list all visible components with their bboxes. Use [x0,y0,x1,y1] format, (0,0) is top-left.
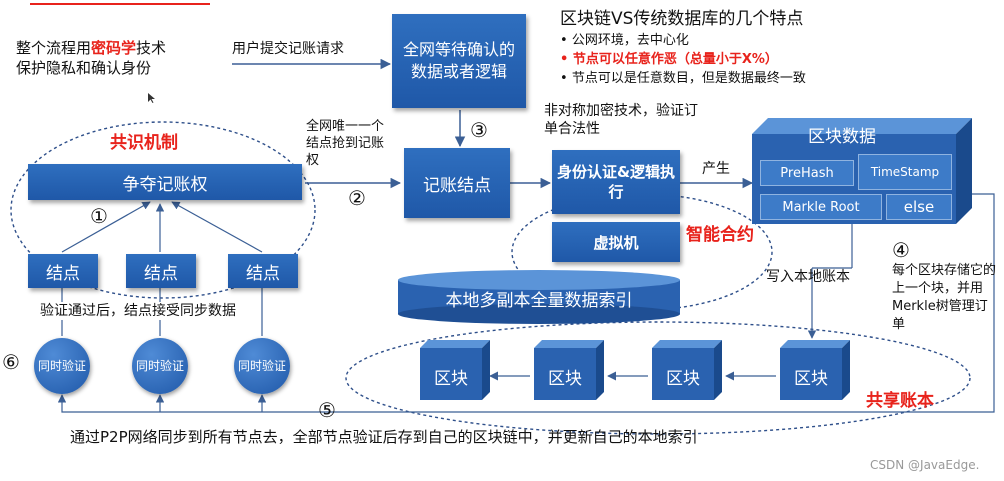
block-note: 每个区块存储它的上一个块，并用Merkle树管理订单 [892,263,997,332]
block-cube: 区块 [780,340,850,400]
smart-contract-label: 智能合约 [686,225,754,245]
verify-circle: 同时验证 [34,338,90,394]
block-label: 区块 [434,369,468,389]
block-data-box: 区块数据 PreHash TimeStamp Markle Root else [752,118,972,224]
consensus-label: 共识机制 [110,133,178,153]
shared-ledger-label: 共享账本 [866,391,934,411]
intro-text: 整个流程用密码学技术 保护隐私和确认身份 [16,39,167,77]
write-local-label: 写入本地账本 [766,269,850,285]
block-cube: 区块 [652,340,722,400]
feature-item: • 节点可以是任意数目，但是数据最终一致 [560,71,806,86]
compete-box: 争夺记账权 [28,164,302,200]
step-label-3: ③ [470,118,488,142]
block-data-title: 区块数据 [808,127,876,147]
block-cube: 区块 [534,340,604,400]
user-submit-label: 用户提交记账请求 [232,41,344,57]
node-box: 结点 [28,254,98,288]
step-label-6: ⑥ [2,350,20,374]
timestamp-field: TimeStamp [858,154,952,190]
step-label-4: ④ [892,238,910,262]
feature-item: • 公网环境，去中心化 [560,33,689,48]
node-box: 结点 [126,254,196,288]
step-label-5: ⑤ [318,398,336,422]
feature-item: • 节点可以任意作恶（总量小于X%） [560,52,778,67]
local-index-label: 本地多副本全量数据索引 [445,291,633,311]
step-label-1: ① [90,204,108,228]
merkle-field: Markle Root [760,194,882,220]
node-box: 结点 [228,254,298,288]
block-cube: 区块 [420,340,490,400]
bottom-note: 通过P2P网络同步到所有节点去，全部节点验证后存到自己的区块链中，并更新自己的本… [70,428,698,446]
vm-box: 虚拟机 [552,222,680,262]
crypto-note: 非对称加密技术，验证订单合法性 [544,103,698,137]
pending-data-box: 全网等待确认的数据或者逻辑 [392,14,526,108]
produce-label: 产生 [702,161,730,177]
watermark: CSDN @JavaEdge. [870,458,980,472]
sync-note: 验证通过后，结点接受同步数据 [40,302,236,320]
prehash-field: PreHash [760,160,854,186]
cursor-icon [148,88,156,107]
block-label: 区块 [666,369,700,389]
else-field: else [886,194,952,220]
features-panel: 区块链VS传统数据库的几个特点 • 公网环境，去中心化 • 节点可以任意作恶（总… [560,4,1000,88]
accounting-node-box: 记账结点 [404,148,510,218]
verify-circle: 同时验证 [234,338,290,394]
step-label-2: ② [348,186,366,210]
block-label: 区块 [794,369,828,389]
unique-node-label: 全网唯一一个结点抢到记账权 [306,119,385,168]
features-title: 区块链VS传统数据库的几个特点 [560,9,804,29]
intro-highlight: 密码学 [91,39,137,57]
verify-circle: 同时验证 [132,338,188,394]
block-label: 区块 [548,369,582,389]
identity-box: 身份认证&逻辑执行 [552,150,680,214]
